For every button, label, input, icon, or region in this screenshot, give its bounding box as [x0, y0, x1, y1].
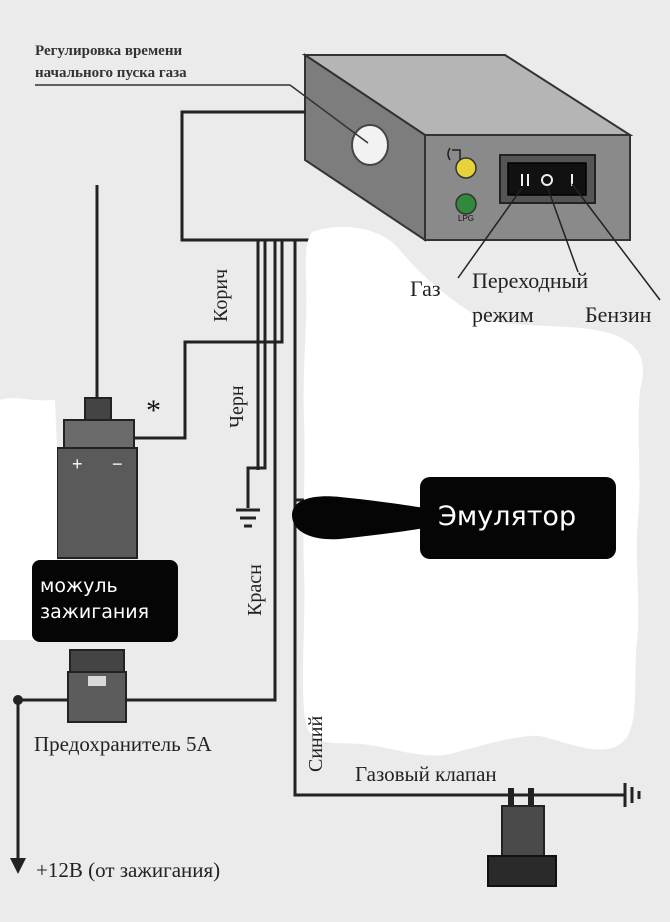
mode-gas-label: Газ: [410, 276, 441, 301]
led-yellow: [455, 157, 477, 179]
ignition-module-label-box: можуль зажигания: [32, 560, 178, 642]
asterisk-mark: *: [146, 394, 161, 427]
ground-symbol-black: [236, 508, 260, 528]
supply-junction: [13, 695, 23, 705]
mode-transition-label-line1: Переходный: [472, 268, 589, 293]
fuse-slot: [88, 676, 106, 686]
module-top: [63, 419, 135, 449]
fuse-label: Предохранитель 5А: [34, 732, 212, 756]
fuse-body: [67, 671, 127, 723]
transition-pointer-line: [546, 185, 579, 273]
valve-body: [501, 805, 545, 859]
gas-valve: [487, 788, 557, 887]
fuel-pump-icon: [447, 147, 461, 161]
led-lpg-label: LPG: [458, 214, 475, 223]
valve-base: [487, 855, 557, 887]
switch-transition-mark: [541, 174, 553, 186]
supply-label: +12В (от зажигания): [36, 858, 221, 882]
wire-top-loop: [180, 110, 310, 242]
led-green: [455, 193, 477, 215]
battery-plus-icon: +: [72, 454, 83, 474]
emulator-label: Эмулятор: [438, 501, 577, 532]
emulator-label-box: Эмулятор: [420, 477, 616, 559]
wire-brown-label: Корич: [210, 268, 232, 322]
ignition-module-label-line2: зажигания: [40, 601, 150, 623]
wire-supply: [16, 698, 70, 862]
wire-blue-label: Синий: [305, 715, 327, 772]
control-box: [301, 53, 661, 301]
mode-transition-label-line2: режим: [472, 302, 534, 327]
wire-blue: [293, 240, 625, 797]
wire-red: [125, 240, 277, 702]
time-adjust-label-line1: Регулировка времени: [35, 43, 183, 59]
fuse: [67, 649, 127, 723]
time-adjust-pointer: [289, 84, 369, 144]
gas-pointer-line: [457, 187, 523, 279]
emulator-connector: [292, 496, 425, 540]
petrol-pointer-line: [571, 183, 661, 301]
time-adjust-label-line2: начального пуска газа: [35, 65, 187, 81]
wire-brown: [128, 240, 284, 440]
supply-arrow-icon: [10, 858, 26, 874]
white-overlay-left: [0, 398, 57, 640]
mode-petrol-label: Бензин: [585, 302, 652, 327]
ignition-module-label-line1: можуль: [40, 575, 118, 597]
module-body: [56, 447, 138, 559]
valve-pin-right: [528, 788, 534, 808]
time-adjust-knob: [351, 124, 389, 166]
gas-valve-label: Газовый клапан: [355, 762, 497, 786]
ignition-module: + −: [56, 185, 138, 559]
battery-minus-icon: −: [112, 454, 123, 474]
valve-pin-left: [508, 788, 514, 808]
wire-black-label: Черн: [226, 385, 248, 428]
wire-red-label: Красн: [244, 564, 266, 616]
ground-symbol-valve: [623, 783, 641, 807]
fuse-top: [69, 649, 125, 673]
